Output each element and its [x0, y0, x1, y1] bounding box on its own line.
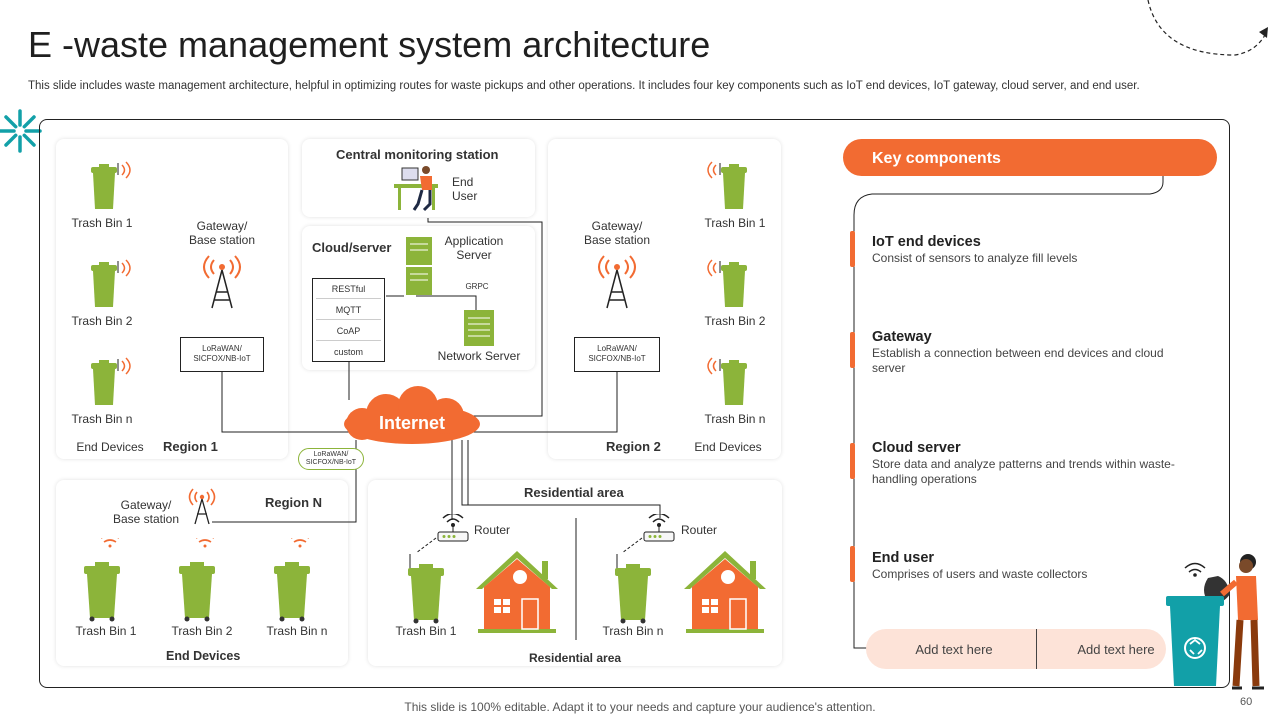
antenna-tower-icon: [188, 488, 216, 525]
region2-gateway-label: Gateway/ Base station: [583, 219, 651, 247]
trash-bin-icon: [91, 161, 131, 209]
add-text-left[interactable]: Add text here: [915, 642, 993, 657]
protocol-divider: [316, 298, 381, 299]
protocol-divider: [316, 319, 381, 320]
region2-title: Region 2: [606, 439, 661, 454]
footer-note: This slide is 100% editable. Adapt it to…: [404, 700, 876, 714]
region2-bin-label: Trash Bin n: [704, 412, 766, 426]
trash-bin-icon: [179, 538, 215, 622]
trash-bin-icon: [408, 554, 444, 624]
trash-bin-icon: [84, 538, 120, 622]
internet-label: Internet: [378, 413, 445, 433]
add-text-right[interactable]: Add text here: [1077, 642, 1155, 657]
internet-cloud-icon: [344, 386, 480, 444]
component-title: Gateway: [872, 329, 932, 345]
pill-divider: [1036, 629, 1037, 669]
starburst-icon: [0, 109, 42, 153]
region1-protocol-box: [180, 337, 264, 372]
end-user-label: End User: [452, 175, 478, 203]
protocol-restful: RESTful: [331, 284, 366, 294]
component-desc: Establish a connection between end devic…: [872, 346, 1164, 375]
component-desc: Comprises of users and waste collectors: [872, 567, 1088, 581]
protocol-coap: CoAP: [336, 326, 361, 336]
page-title: E -waste management system architecture: [28, 24, 711, 65]
network-server-label: Network Server: [437, 349, 521, 363]
region1-gateway-label: Gateway/ Base station: [188, 219, 256, 247]
component-title: IoT end devices: [872, 234, 981, 250]
trash-bin-icon: [615, 554, 651, 624]
antenna-tower-icon: [203, 255, 241, 309]
internet-protocol-pill: [298, 448, 364, 470]
component-desc: Consist of sensors to analyze fill level…: [872, 251, 1078, 265]
region2-protocol-label: LoRaWAN/ SICFOX/NB-IoT: [588, 344, 646, 363]
application-server-label: Application Server: [444, 234, 504, 262]
region1-end-devices-label: End Devices: [76, 440, 144, 454]
component-marker: [850, 231, 855, 267]
trash-bin-icon: [91, 259, 131, 307]
region1-title: Region 1: [163, 439, 218, 454]
regionN-bin-label: Trash Bin n: [266, 624, 328, 638]
house-icon: [476, 551, 558, 633]
regionN-end-devices-label: End Devices: [166, 649, 241, 663]
regionN-title: Region N: [265, 495, 323, 510]
router-left-label: Router: [474, 523, 511, 537]
antenna-tower-icon: [598, 255, 636, 309]
residential-title: Residential area: [524, 485, 624, 500]
region1-bin-label: Trash Bin 1: [71, 216, 133, 230]
residential-footer-label: Residential area: [529, 651, 622, 665]
application-server-icon: [406, 237, 432, 295]
residential-bin-right-label: Trash Bin n: [602, 624, 664, 638]
region2-bin-label: Trash Bin 1: [704, 216, 766, 230]
component-desc: Store data and analyze patterns and tren…: [872, 457, 1175, 486]
cloud-title: Cloud/server: [312, 240, 392, 255]
page-subtitle: This slide includes waste management arc…: [28, 80, 1140, 92]
router-icon: [643, 514, 675, 542]
grpc-label: GRPC: [465, 282, 489, 291]
regionN-bin-label: Trash Bin 2: [171, 624, 233, 638]
regionN-bin-label: Trash Bin 1: [75, 624, 137, 638]
region2-end-devices-label: End Devices: [694, 440, 762, 454]
key-components-header: [843, 139, 1217, 176]
region2-protocol-box: [574, 337, 660, 372]
network-server-icon: [464, 310, 494, 346]
regionN-gateway-label: Gateway/ Base station: [112, 498, 180, 526]
central-station-title: Central monitoring station: [336, 147, 499, 162]
trash-bin-icon: [707, 259, 747, 307]
protocol-divider: [316, 340, 381, 341]
internet-protocol-label: LoRaWAN/ SICFOX/NB-IoT: [305, 451, 357, 466]
region1-bin-label: Trash Bin 2: [71, 314, 133, 328]
trash-bin-icon: [707, 357, 747, 405]
recycling-person-icon: [1166, 554, 1264, 690]
add-text-pill: [866, 629, 1166, 669]
protocol-custom: custom: [333, 347, 363, 357]
router-right-label: Router: [681, 523, 718, 537]
trash-bin-icon: [707, 161, 747, 209]
region1-protocol-label: LoRaWAN/ SICFOX/NB-IoT: [193, 344, 251, 363]
house-icon: [684, 551, 766, 633]
component-marker: [850, 443, 855, 479]
region2-bin-label: Trash Bin 2: [704, 314, 766, 328]
trash-bin-icon: [274, 538, 310, 622]
key-components-title: Key components: [872, 150, 1001, 167]
region1-bin-label: Trash Bin n: [71, 412, 133, 426]
decorative-arc: [1147, 0, 1268, 56]
trash-bin-icon: [91, 357, 131, 405]
end-user-icon: [394, 166, 438, 212]
diagram-frame: [39, 119, 1230, 688]
component-marker: [850, 546, 855, 582]
component-marker: [850, 332, 855, 368]
component-title: End user: [872, 550, 935, 566]
component-title: Cloud server: [872, 440, 961, 456]
residential-bin-left-label: Trash Bin 1: [395, 624, 457, 638]
router-icon: [437, 514, 469, 542]
protocol-stack: [312, 278, 385, 362]
protocol-mqtt: MQTT: [335, 305, 362, 315]
page-number: 60: [1240, 696, 1253, 708]
